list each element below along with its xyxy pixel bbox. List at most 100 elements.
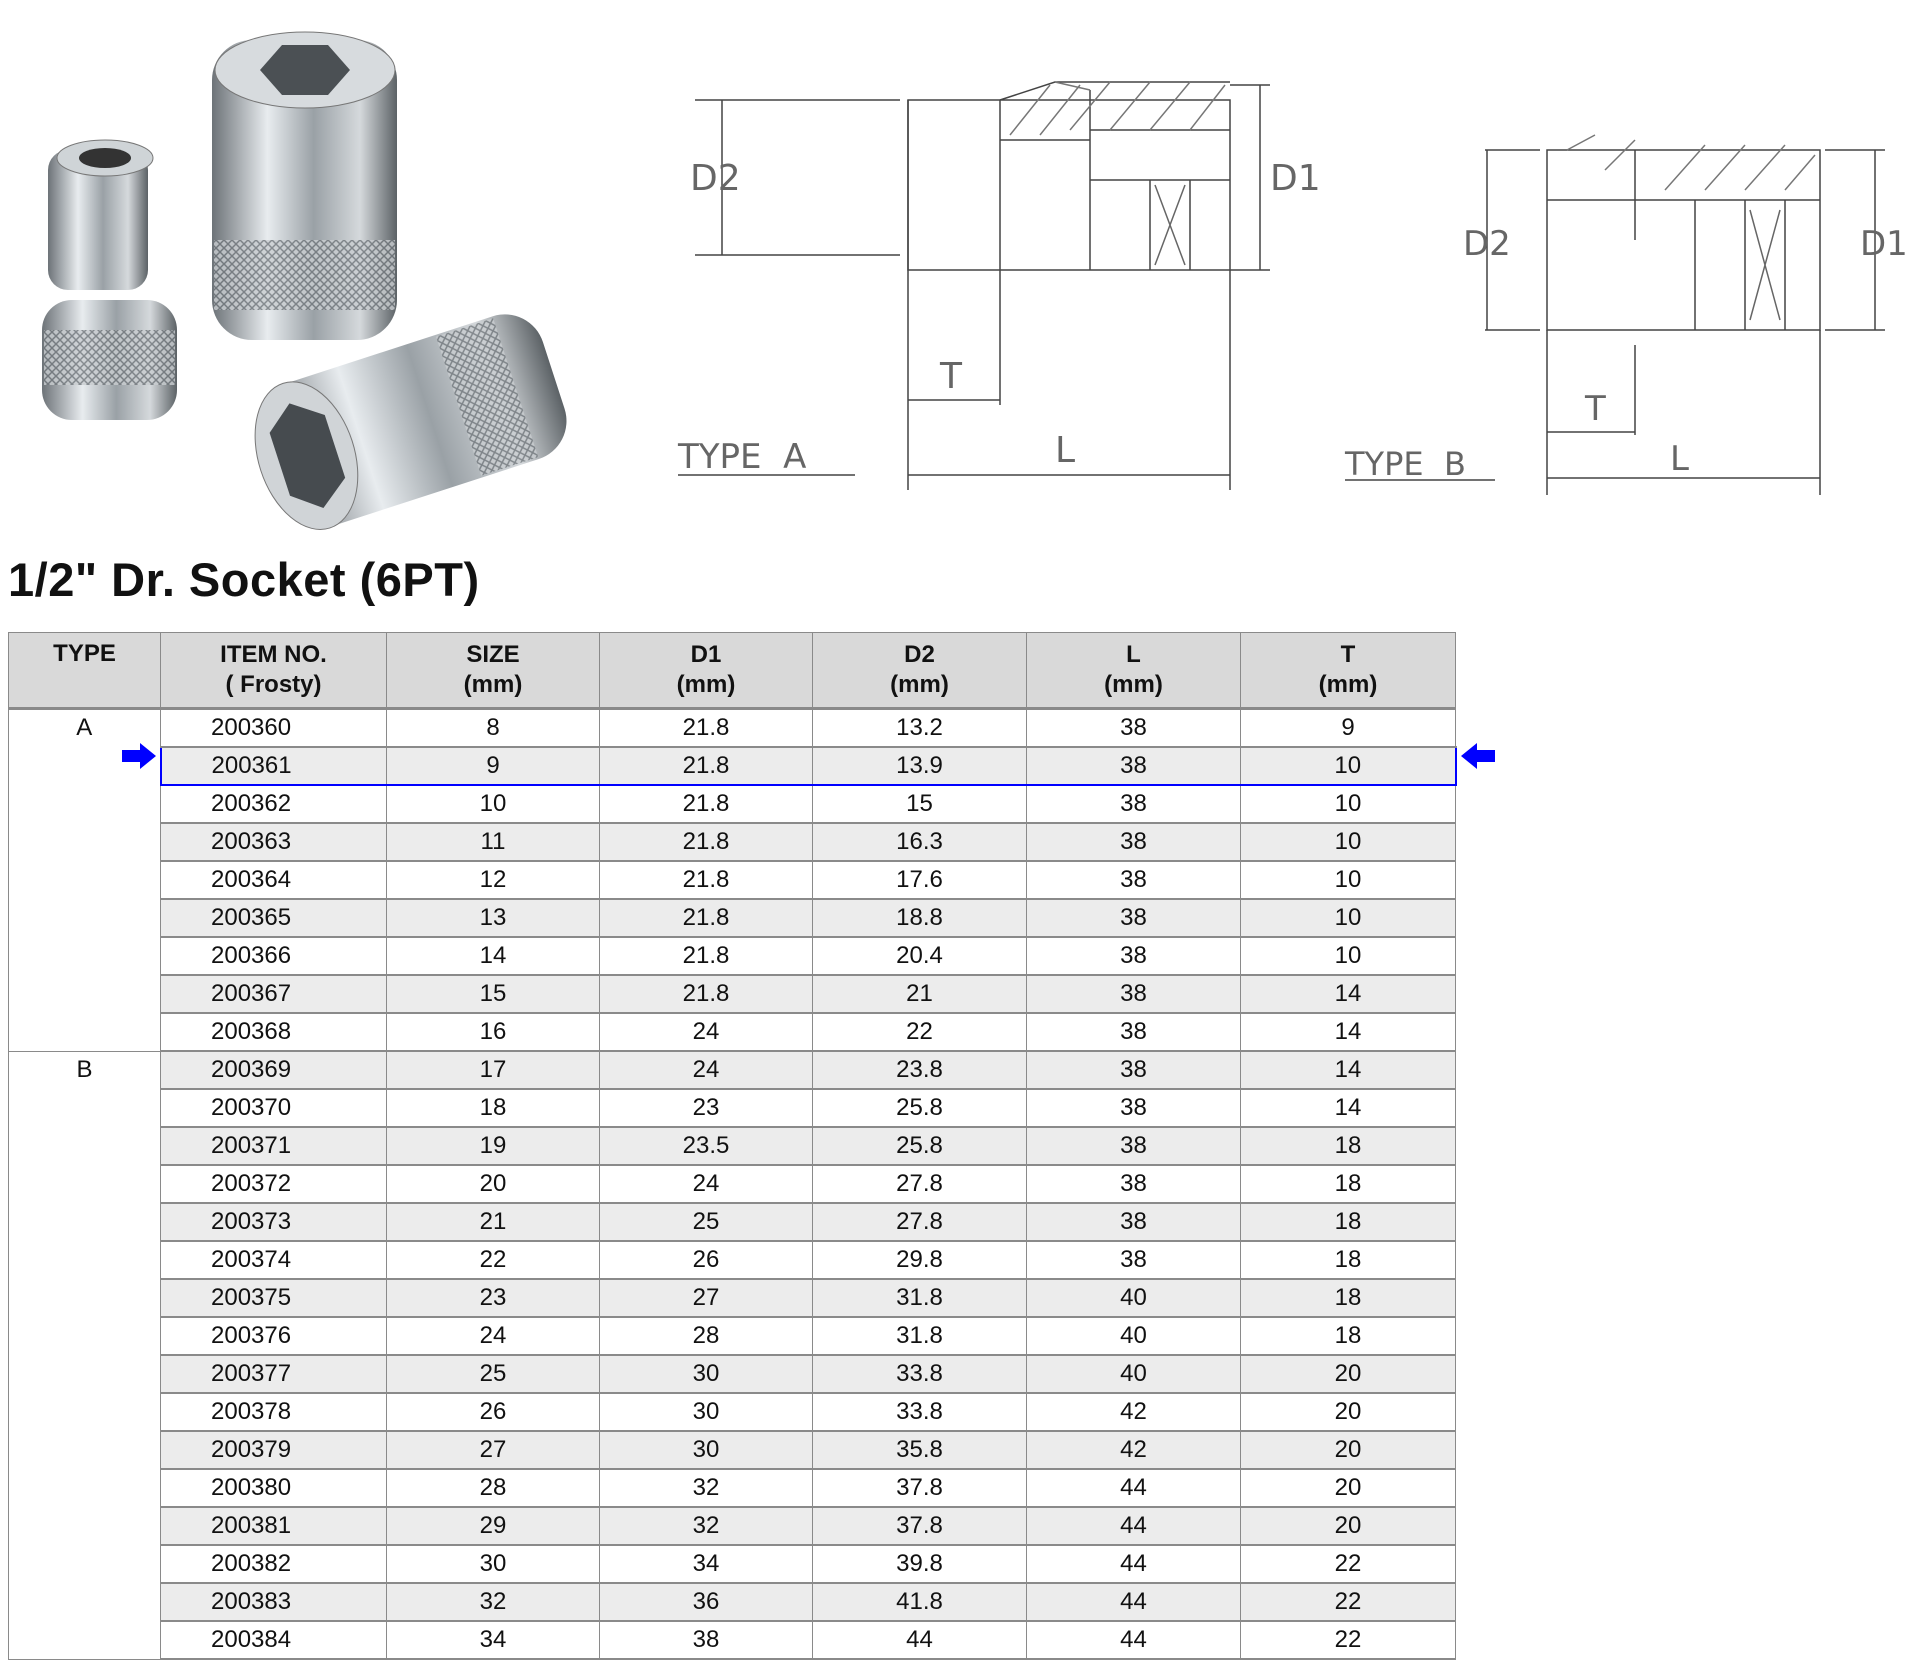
t-cell: 10 [1240,822,1456,862]
l-label: L [1055,430,1075,471]
d1-cell: 21.8 [599,898,813,938]
size-cell: 26 [386,1392,600,1432]
t-cell: 10 [1240,784,1456,824]
l-cell: 38 [1026,1164,1241,1204]
item-no-cell: 200374 [160,1240,387,1280]
l-cell: 44 [1026,1468,1241,1508]
item-no-cell: 200378 [160,1392,387,1432]
t-cell: 20 [1240,1430,1456,1470]
d1-cell: 23.5 [599,1126,813,1166]
size-cell: 19 [386,1126,600,1166]
d2-label: D2 [690,158,741,199]
t-cell: 18 [1240,1316,1456,1356]
d1-cell: 26 [599,1240,813,1280]
d1-cell: 28 [599,1316,813,1356]
t-cell: 20 [1240,1392,1456,1432]
d1-cell: 32 [599,1468,813,1508]
size-cell: 10 [386,784,600,824]
arrow-left-icon [1461,743,1495,769]
item-no-cell: 200372 [160,1164,387,1204]
t-cell: 18 [1240,1126,1456,1166]
d2-cell: 17.6 [812,860,1027,900]
socket-product-photo [42,31,567,530]
size-cell: 14 [386,936,600,976]
t-label: T [939,356,963,397]
d1-cell: 27 [599,1278,813,1318]
item-no-cell: 200384 [160,1620,387,1660]
d2-cell: 29.8 [812,1240,1027,1280]
l-cell: 38 [1026,860,1241,900]
item-no-cell: 200363 [160,822,387,862]
d2-cell: 31.8 [812,1316,1027,1356]
l-cell: 38 [1026,784,1241,824]
large-socket [212,31,397,340]
d1-cell: 24 [599,1164,813,1204]
size-cell: 32 [386,1582,600,1622]
d1-cell: 38 [599,1620,813,1660]
item-no-cell: 200380 [160,1468,387,1508]
t-cell: 22 [1240,1582,1456,1622]
l-cell: 44 [1026,1620,1241,1660]
d1-label: D1 [1860,224,1905,264]
header-line2: (mm) [1104,671,1163,698]
d2-cell: 27.8 [812,1164,1027,1204]
item-no-cell: 200364 [160,860,387,900]
t-cell: 22 [1240,1620,1456,1660]
header-line2: (mm) [1318,671,1378,698]
item-no-cell: 200381 [160,1506,387,1546]
t-cell: 10 [1240,860,1456,900]
column-header: SIZE(mm) [386,632,600,710]
l-cell: 38 [1026,1050,1241,1090]
l-cell: 40 [1026,1354,1241,1394]
t-cell: 14 [1240,974,1456,1014]
item-no-cell: 200366 [160,936,387,976]
d2-label: D2 [1463,224,1511,264]
column-header: TYPE [8,632,161,710]
item-no-cell: 200360 [160,708,387,748]
header-line1: D2 [904,641,935,668]
t-cell: 22 [1240,1544,1456,1584]
l-cell: 38 [1026,1012,1241,1052]
size-cell: 25 [386,1354,600,1394]
t-cell: 18 [1240,1202,1456,1242]
l-cell: 44 [1026,1582,1241,1622]
size-cell: 18 [386,1088,600,1128]
l-cell: 38 [1026,898,1241,938]
header-line1: L [1126,641,1141,668]
d2-cell: 41.8 [812,1582,1027,1622]
item-no-cell: 200376 [160,1316,387,1356]
d1-cell: 30 [599,1392,813,1432]
l-cell: 40 [1026,1278,1241,1318]
d1-cell: 36 [599,1582,813,1622]
lying-socket [254,314,567,530]
l-cell: 44 [1026,1544,1241,1584]
size-cell: 30 [386,1544,600,1584]
d1-cell: 21.8 [599,784,813,824]
d1-cell: 23 [599,1088,813,1128]
d1-cell: 24 [599,1012,813,1052]
item-no-cell: 200361 [159,746,387,786]
item-no-cell: 200377 [160,1354,387,1394]
header-line2: (mm) [463,671,523,698]
d1-cell: 21.8 [599,746,813,786]
column-header: L (mm) [1026,632,1241,710]
t-cell: 20 [1240,1506,1456,1546]
d2-cell: 22 [812,1012,1027,1052]
size-cell: 16 [386,1012,600,1052]
d1-cell: 21.8 [599,708,813,748]
item-no-cell: 200370 [160,1088,387,1128]
t-cell: 18 [1240,1240,1456,1280]
d2-cell: 27.8 [812,1202,1027,1242]
